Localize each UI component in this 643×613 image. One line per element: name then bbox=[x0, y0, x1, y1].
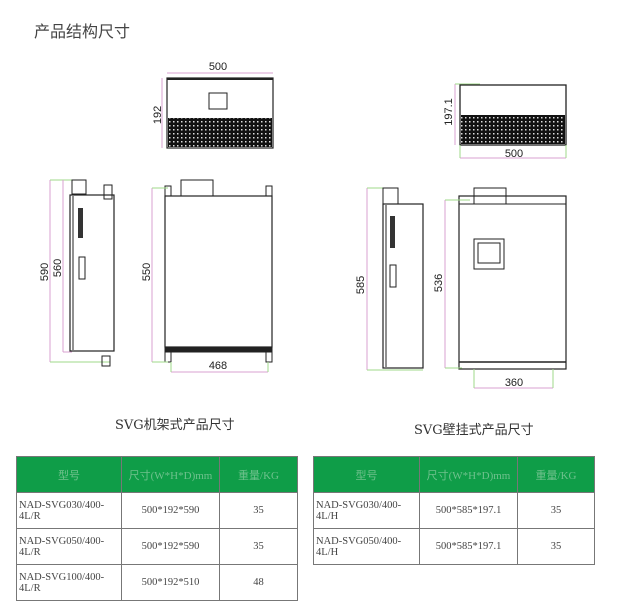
rack-front-mount-label: 550 bbox=[141, 263, 153, 281]
header-model: 型号 bbox=[16, 456, 122, 493]
rack-front-width-label: 468 bbox=[209, 360, 227, 372]
header-weight: 重量/KG bbox=[219, 456, 298, 493]
table-row: NAD-SVG050/400-4L/H 500*585*197.1 35 bbox=[313, 528, 595, 565]
header-size: 尺寸(W*H*D)mm bbox=[419, 456, 518, 493]
table-row: NAD-SVG050/400-4L/R 500*192*590 35 bbox=[16, 528, 298, 565]
weight-cell: 35 bbox=[517, 492, 595, 529]
wall-spec-table: 型号 尺寸(W*H*D)mm 重量/KG NAD-SVG030/400-4L/H… bbox=[313, 456, 595, 565]
table-header-row: 型号 尺寸(W*H*D)mm 重量/KG bbox=[313, 456, 595, 493]
model-cell: NAD-SVG030/400-4L/R bbox=[16, 492, 122, 529]
rack-side-view: 590 560 bbox=[39, 179, 115, 367]
size-cell: 500*192*590 bbox=[121, 528, 220, 565]
rack-side-body-label: 560 bbox=[52, 259, 64, 277]
size-cell: 500*192*590 bbox=[121, 492, 220, 529]
wall-front-view: 536 360 bbox=[433, 187, 567, 389]
rack-top-width-label: 500 bbox=[209, 61, 227, 73]
wall-top-depth-label: 197.1 bbox=[443, 98, 455, 126]
header-size: 尺寸(W*H*D)mm bbox=[121, 456, 220, 493]
wall-front-mount-label: 536 bbox=[433, 274, 445, 292]
rack-top-height-label: 192 bbox=[152, 106, 164, 124]
table-row: NAD-SVG100/400-4L/R 500*192*510 48 bbox=[16, 564, 298, 601]
table-row: NAD-SVG030/400-4L/R 500*192*590 35 bbox=[16, 492, 298, 529]
header-weight: 重量/KG bbox=[517, 456, 595, 493]
size-cell: 500*585*197.1 bbox=[419, 528, 518, 565]
rack-top-view: 500 192 bbox=[152, 61, 274, 149]
model-cell: NAD-SVG050/400-4L/R bbox=[16, 528, 122, 565]
rack-front-view: 550 468 bbox=[141, 179, 273, 373]
wall-side-view: 585 bbox=[355, 187, 424, 371]
wall-side-total-label: 585 bbox=[355, 276, 367, 294]
wall-top-width-label: 500 bbox=[505, 148, 523, 160]
table-header-row: 型号 尺寸(W*H*D)mm 重量/KG bbox=[16, 456, 298, 493]
page-title: 产品结构尺寸 bbox=[34, 22, 131, 41]
model-cell: NAD-SVG030/400-4L/H bbox=[313, 492, 420, 529]
table-row: NAD-SVG030/400-4L/H 500*585*197.1 35 bbox=[313, 492, 595, 529]
wall-top-view: 197.1 500 bbox=[443, 83, 567, 160]
rack-spec-table: 型号 尺寸(W*H*D)mm 重量/KG NAD-SVG030/400-4L/R… bbox=[16, 456, 298, 601]
model-cell: NAD-SVG050/400-4L/H bbox=[313, 528, 420, 565]
model-cell: NAD-SVG100/400-4L/R bbox=[16, 564, 122, 601]
rack-caption: SVG机架式产品尺寸 bbox=[115, 418, 235, 433]
weight-cell: 35 bbox=[219, 492, 298, 529]
weight-cell: 48 bbox=[219, 564, 298, 601]
weight-cell: 35 bbox=[517, 528, 595, 565]
rack-side-total-label: 590 bbox=[39, 263, 51, 281]
wall-front-width-label: 360 bbox=[505, 377, 523, 389]
header-model: 型号 bbox=[313, 456, 420, 493]
wall-caption: SVG壁挂式产品尺寸 bbox=[414, 423, 534, 438]
size-cell: 500*585*197.1 bbox=[419, 492, 518, 529]
weight-cell: 35 bbox=[219, 528, 298, 565]
size-cell: 500*192*510 bbox=[121, 564, 220, 601]
